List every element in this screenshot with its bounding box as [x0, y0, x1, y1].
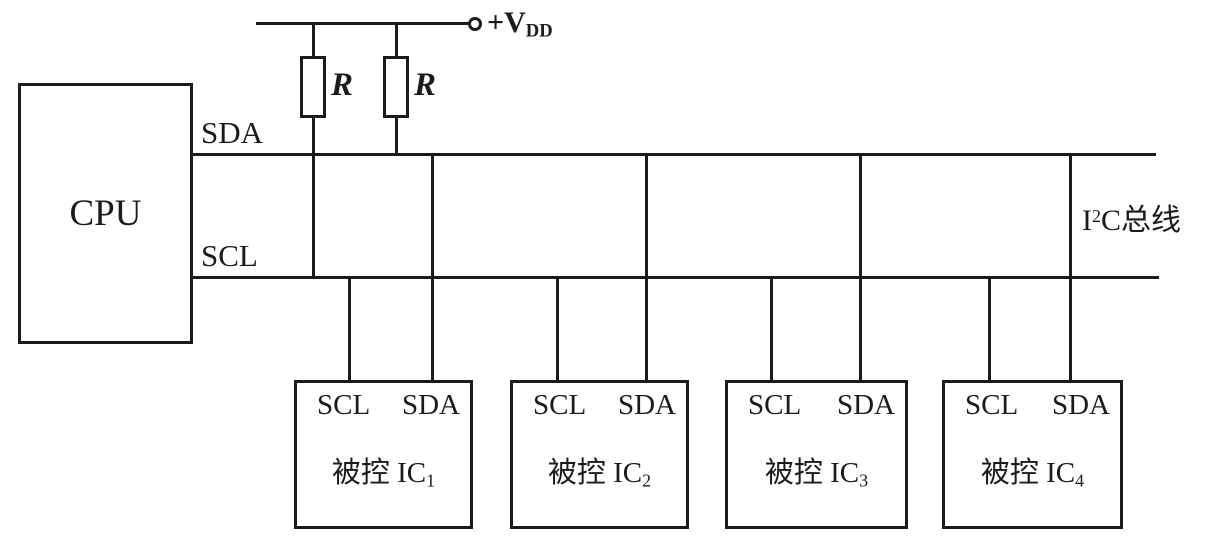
- vdd-label-sub: DD: [525, 20, 553, 42]
- vdd-rail-line: [256, 22, 469, 25]
- ic1-pin-scl: SCL: [317, 389, 371, 421]
- ic1-sda-leg: [431, 153, 434, 383]
- ic3-name: 被控 IC3: [728, 449, 905, 491]
- resistor2-body: [383, 56, 409, 118]
- ic-box-4: SCL SDA 被控 IC4: [942, 380, 1123, 529]
- ic4-pin-sda: SDA: [1051, 389, 1110, 421]
- vdd-label-main: +V: [487, 6, 526, 39]
- i2c-bus-label: I2C总线: [1082, 204, 1181, 237]
- ic2-sda-leg: [645, 153, 648, 383]
- sda-bus-line: [193, 153, 1156, 156]
- ic2-scl-leg: [556, 276, 559, 383]
- ic4-name-text: 被控 IC: [980, 457, 1076, 489]
- cpu-box: CPU: [18, 83, 193, 344]
- resistor2-label: R: [414, 67, 437, 103]
- ic4-name-sub: 4: [1075, 470, 1085, 491]
- i2c-bus-label-rest: C总线: [1101, 204, 1182, 237]
- ic3-pin-sda: SDA: [836, 389, 895, 421]
- ic2-pin-sda: SDA: [617, 389, 676, 421]
- resistor1-top-lead: [312, 22, 315, 60]
- ic3-pins-row: SCL SDA: [728, 383, 905, 422]
- ic1-name-text: 被控 IC: [331, 457, 427, 489]
- ic1-name: 被控 IC1: [297, 449, 470, 491]
- ic-box-2: SCL SDA 被控 IC2: [510, 380, 689, 529]
- ic4-pins-row: SCL SDA: [945, 383, 1120, 422]
- ic2-pin-scl: SCL: [533, 389, 587, 421]
- sda-label: SDA: [201, 115, 264, 150]
- ic2-name-text: 被控 IC: [547, 457, 643, 489]
- ic1-name-sub: 1: [426, 470, 436, 491]
- vdd-label: +VDD: [487, 6, 553, 42]
- ic3-sda-leg: [859, 153, 862, 383]
- i2c-bus-label-base: I: [1082, 204, 1092, 237]
- ic2-name: 被控 IC2: [513, 449, 686, 491]
- ic-box-3: SCL SDA 被控 IC3: [725, 380, 908, 529]
- ic3-name-sub: 3: [859, 470, 869, 491]
- ic4-name: 被控 IC4: [945, 449, 1120, 491]
- resistor1-bottom-lead: [312, 116, 315, 279]
- vdd-terminal-circle: [468, 17, 482, 31]
- resistor1-label: R: [331, 67, 354, 103]
- ic2-name-sub: 2: [642, 470, 652, 491]
- ic4-sda-leg: [1069, 153, 1072, 383]
- i2c-bus-label-sup: 2: [1092, 205, 1101, 226]
- ic1-pin-sda: SDA: [401, 389, 460, 421]
- ic4-scl-leg: [988, 276, 991, 383]
- ic2-pins-row: SCL SDA: [513, 383, 686, 422]
- resistor1-body: [300, 56, 326, 118]
- ic3-pin-scl: SCL: [748, 389, 802, 421]
- resistor2-top-lead: [395, 22, 398, 60]
- scl-bus-line: [193, 276, 1159, 279]
- scl-label: SCL: [201, 238, 258, 273]
- ic-box-1: SCL SDA 被控 IC1: [294, 380, 473, 529]
- resistor2-bottom-lead: [395, 116, 398, 156]
- ic3-name-text: 被控 IC: [764, 457, 860, 489]
- cpu-label: CPU: [69, 193, 142, 234]
- ic3-scl-leg: [770, 276, 773, 383]
- ic4-pin-scl: SCL: [965, 389, 1019, 421]
- ic1-scl-leg: [348, 276, 351, 383]
- ic1-pins-row: SCL SDA: [297, 383, 470, 422]
